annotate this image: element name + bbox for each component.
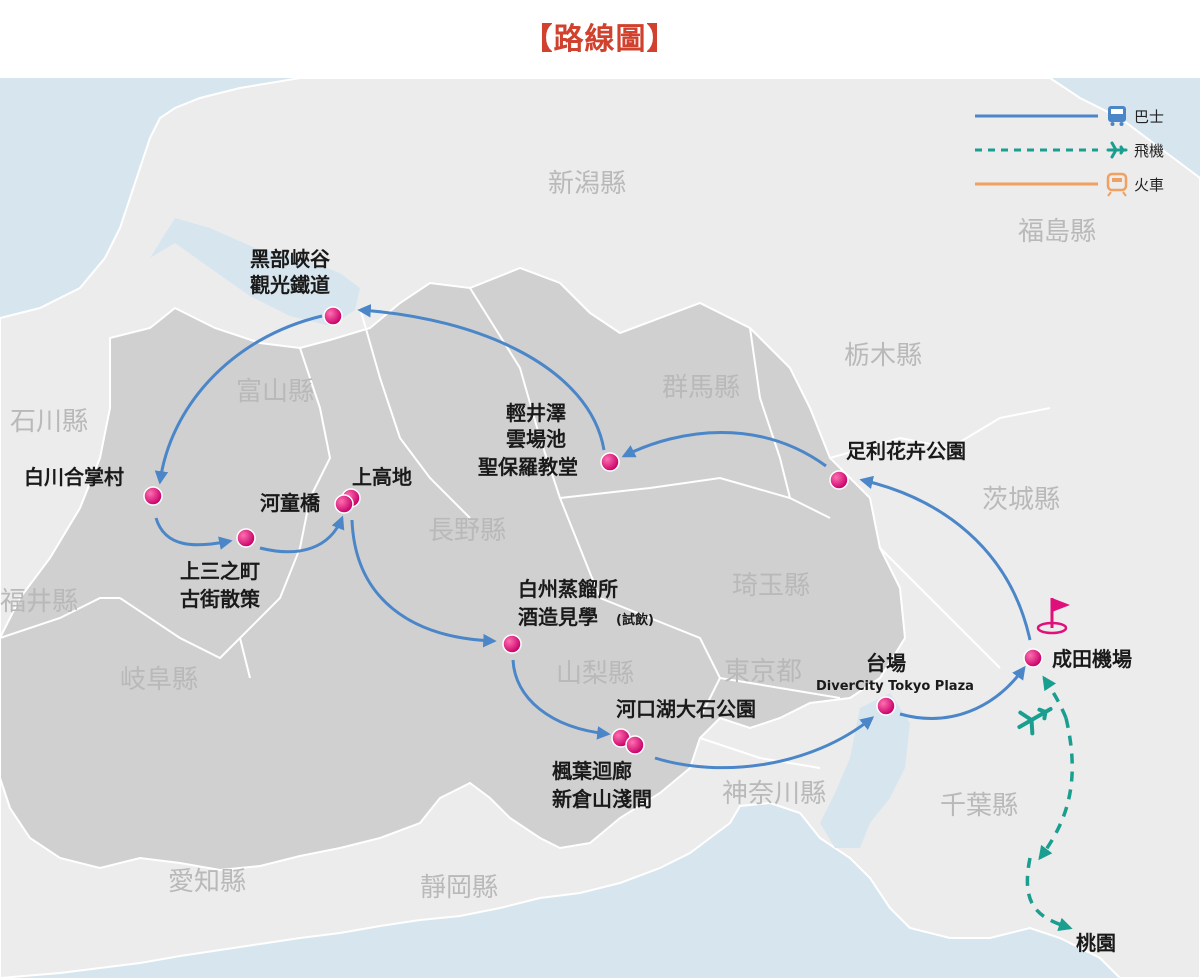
- toyama-bay: [150, 218, 360, 326]
- pin-sanno: [236, 528, 256, 548]
- bus-routes: [154, 303, 1032, 770]
- label-hakushu-note: (試飲): [616, 612, 654, 628]
- pref-nagano: 長野縣: [428, 516, 506, 546]
- pref-fukushima: 福島縣: [1018, 217, 1096, 247]
- route-narita-ashikaga: [859, 475, 1032, 641]
- pref-fukui: 福井縣: [0, 587, 78, 617]
- label-sanno-2: 古街散策: [180, 587, 261, 611]
- route-karuizawa-kurobe: [357, 303, 606, 451]
- label-taoyuan: 桃園: [1076, 931, 1116, 955]
- pref-tokyo: 東京都: [724, 657, 802, 687]
- pref-yamanashi: 山梨縣: [556, 659, 634, 689]
- bus-icon: [1108, 106, 1126, 126]
- label-ashikaga: 足利花卉公園: [846, 439, 966, 463]
- label-odaiba: 台場: [866, 651, 906, 675]
- pin-karuizawa: [600, 452, 620, 472]
- pref-niigata: 新潟縣: [548, 169, 626, 199]
- label-kawaguchiko: 河口湖大石公園: [616, 697, 756, 721]
- label-hakushu-1: 白州蒸餾所: [518, 577, 618, 601]
- pref-chiba: 千葉縣: [940, 791, 1018, 821]
- label-narita: 成田機場: [1052, 647, 1132, 671]
- stop-markers: [143, 306, 1043, 755]
- flight-route: [1025, 675, 1074, 932]
- tokyo-bay: [820, 693, 910, 848]
- pref-ishikawa: 石川縣: [10, 407, 88, 437]
- airplane-icon: [1017, 707, 1053, 736]
- pref-shizuoka: 靜岡縣: [420, 873, 498, 903]
- legend: 巴士 飛機 火車: [975, 106, 1164, 197]
- flight-out: [1038, 717, 1074, 861]
- label-kamikochi: 上高地: [352, 465, 412, 489]
- label-odaiba-sub: DiverCity Tokyo Plaza: [816, 679, 974, 694]
- label-karuizawa-1: 輕井澤: [506, 401, 566, 425]
- pin-kappa: [334, 494, 354, 514]
- route-odaiba-narita: [899, 665, 1026, 720]
- train-icon: [1106, 172, 1128, 197]
- label-kurobe-1: 黑部峽谷: [250, 247, 331, 271]
- pref-gunma: 群馬縣: [662, 373, 740, 403]
- pin-momiji: [625, 735, 645, 755]
- label-karuizawa-2: 雲場池: [506, 427, 566, 451]
- route-shirakawa-sanno: [154, 517, 233, 550]
- pref-kanagawa: 神奈川縣: [722, 779, 826, 809]
- start-flag-icon: [1036, 598, 1070, 635]
- label-sanno-1: 上三之町: [180, 559, 260, 583]
- label-kurobe-2: 觀光鐵道: [250, 273, 330, 297]
- pref-aichi: 愛知縣: [168, 867, 246, 897]
- route-map: 新潟縣 福島縣 石川縣 富山縣 群馬縣 栃木縣 茨城縣 福井縣 長野縣 琦玉縣 …: [0, 78, 1200, 978]
- label-hakushu-2: 酒造見學: [518, 605, 598, 629]
- legend-flight-label: 飛機: [1134, 142, 1164, 160]
- route-momiji-odaiba: [654, 716, 875, 770]
- flight-in: [1042, 675, 1068, 719]
- pref-tochigi: 栃木縣: [844, 341, 922, 371]
- pin-kurobe: [323, 306, 343, 326]
- route-hakushu-kawaguchiko: [511, 659, 611, 740]
- pin-hakushu: [502, 634, 522, 654]
- prefecture-labels: 新潟縣 福島縣 石川縣 富山縣 群馬縣 栃木縣 茨城縣 福井縣 長野縣 琦玉縣 …: [0, 169, 1096, 903]
- label-momiji-1: 楓葉迴廊: [552, 759, 632, 783]
- route-sanno-kappa: [259, 515, 345, 554]
- route-region: [0, 266, 907, 872]
- pref-toyama: 富山縣: [236, 377, 314, 407]
- label-karuizawa-3: 聖保羅教堂: [478, 455, 578, 479]
- route-ashikaga-karuizawa: [621, 431, 827, 468]
- route-kamikochi-hakushu: [350, 519, 497, 648]
- pref-saitama: 琦玉縣: [732, 571, 810, 601]
- page-title: 【路線圖】: [522, 22, 678, 57]
- pin-narita: [1023, 648, 1043, 668]
- pin-ashikaga: [829, 470, 849, 490]
- pin-odaiba: [876, 696, 896, 716]
- pref-gifu: 岐阜縣: [120, 665, 198, 695]
- stop-labels: 黑部峽谷 觀光鐵道 白川合掌村 河童橋 上高地 上三之町 古街散策 輕井澤 雲場…: [24, 247, 1132, 955]
- label-kappa: 河童橋: [260, 491, 321, 515]
- prefecture-borders: [0, 287, 1051, 769]
- route-kurobe-shirakawa: [154, 314, 323, 485]
- legend-train-label: 火車: [1134, 176, 1164, 194]
- pref-ibaraki: 茨城縣: [982, 485, 1060, 515]
- pin-shirakawa: [143, 486, 163, 506]
- legend-bus-label: 巴士: [1134, 108, 1164, 126]
- label-momiji-2: 新倉山淺間: [552, 787, 652, 811]
- airplane-icon: [1106, 141, 1128, 159]
- label-shirakawa: 白川合掌村: [24, 465, 124, 489]
